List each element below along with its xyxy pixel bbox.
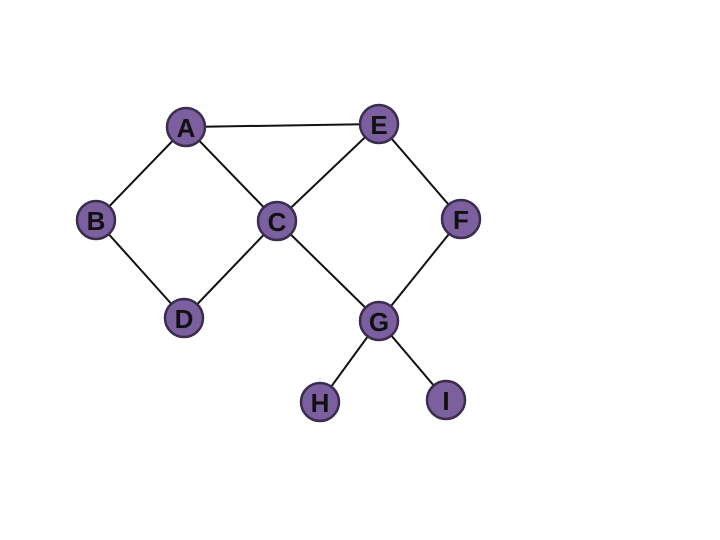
node-circle [75, 199, 117, 241]
edge-b-d [95, 219, 185, 319]
node-c: C [256, 200, 298, 242]
node-label: C [268, 207, 287, 237]
node-circle [358, 300, 400, 342]
node-e: E [358, 103, 400, 145]
node-circle [163, 297, 205, 339]
node-label: A [177, 113, 196, 143]
nodes: A B C D E F G H I [75, 103, 482, 423]
edges [95, 123, 462, 403]
node-label: E [370, 110, 387, 140]
node-circle [256, 200, 298, 242]
node-label: F [453, 205, 469, 235]
edge-c-d [183, 220, 278, 319]
edge-e-c [276, 123, 380, 222]
node-g: G [358, 300, 400, 342]
node-circle [425, 379, 467, 421]
edge-a-c [185, 126, 278, 222]
node-a: A [165, 106, 207, 148]
node-label: G [369, 307, 389, 337]
node-circle [165, 106, 207, 148]
node-label: I [442, 386, 449, 416]
node-circle [358, 103, 400, 145]
node-i: I [425, 379, 467, 421]
edge-a-e [185, 123, 380, 128]
node-label: D [175, 304, 194, 334]
node-label: H [311, 388, 330, 418]
node-circle [440, 198, 482, 240]
node-circle [299, 381, 341, 423]
node-b: B [75, 199, 117, 241]
edge-c-g [276, 220, 380, 322]
edge-e-f [378, 123, 462, 220]
node-h: H [299, 381, 341, 423]
node-f: F [440, 198, 482, 240]
node-d: D [163, 297, 205, 339]
node-label: B [87, 206, 106, 236]
edge-a-b [95, 126, 187, 221]
edge-f-g [378, 218, 462, 322]
